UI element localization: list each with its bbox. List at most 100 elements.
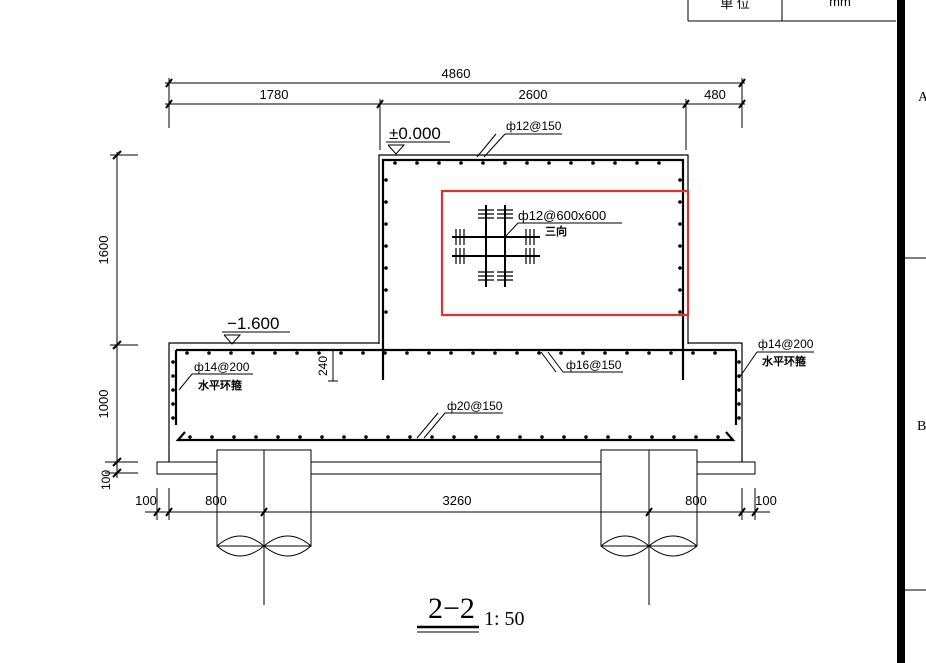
drawing-frame: A B bbox=[897, 0, 926, 663]
rebar-dot bbox=[518, 435, 522, 439]
rebar-dot bbox=[273, 351, 277, 355]
rebar-dot bbox=[716, 435, 720, 439]
rebar-dot bbox=[525, 161, 529, 165]
rebar-dot bbox=[384, 288, 388, 292]
rebar-label-left-side-note: 水平环箍 bbox=[198, 378, 242, 392]
dim-overall: 4860 bbox=[442, 66, 471, 81]
rebar-dot bbox=[188, 435, 192, 439]
rebar-dot bbox=[678, 310, 682, 314]
rebar-dot bbox=[383, 351, 387, 355]
grid-ref-a: A bbox=[918, 90, 926, 105]
rebar-dot bbox=[342, 435, 346, 439]
rebar-dot bbox=[229, 351, 233, 355]
rebar-lines bbox=[174, 158, 738, 442]
section-title: 2−2 bbox=[428, 592, 475, 625]
rebar-dot bbox=[317, 351, 321, 355]
rebar-dot bbox=[384, 222, 388, 226]
highlight-box bbox=[440, 189, 690, 317]
rebar-dot bbox=[171, 388, 175, 392]
title-block: 单 位 mm bbox=[687, 0, 896, 22]
dim-lean-layer: 100 bbox=[99, 470, 113, 490]
rebar-dot bbox=[672, 435, 676, 439]
rebar-dot bbox=[393, 161, 397, 165]
rebar-dot bbox=[647, 351, 651, 355]
rebar-dot bbox=[537, 351, 541, 355]
pile-left bbox=[216, 449, 312, 605]
rebar-dot bbox=[251, 351, 255, 355]
elevation-top-label: ±0.000 bbox=[389, 124, 441, 143]
top-dimensions bbox=[165, 78, 746, 150]
rebar-dot bbox=[496, 435, 500, 439]
dim-pedestal-height: 1600 bbox=[96, 236, 111, 265]
rebar-label-tie-note: 三向 bbox=[545, 224, 567, 238]
rebar-dot bbox=[437, 161, 441, 165]
rebar-dot bbox=[276, 435, 280, 439]
pile-right bbox=[600, 449, 698, 605]
rebar-dot bbox=[694, 435, 698, 439]
rebar-dot bbox=[386, 435, 390, 439]
rebar-dot bbox=[430, 435, 434, 439]
rebar-dot bbox=[562, 435, 566, 439]
rebar-dot bbox=[449, 351, 453, 355]
dim-pile-left-width: 800 bbox=[205, 493, 227, 508]
rebar-label-base-top: ф16@150 bbox=[566, 358, 622, 372]
rebar-dots bbox=[171, 161, 741, 439]
rebar-dot bbox=[713, 351, 717, 355]
left-dimensions bbox=[105, 150, 138, 478]
rebar-dot bbox=[606, 435, 610, 439]
rebar-dot bbox=[364, 435, 368, 439]
rebar-dot bbox=[339, 351, 343, 355]
pedestal-outline bbox=[168, 154, 743, 462]
rebar-leaders bbox=[178, 133, 814, 439]
rebar-dot bbox=[471, 351, 475, 355]
dim-base-height: 1000 bbox=[96, 390, 111, 419]
rebar-dot bbox=[678, 266, 682, 270]
rebar-dot bbox=[232, 435, 236, 439]
rebar-dot bbox=[427, 351, 431, 355]
rebar-dot bbox=[452, 435, 456, 439]
elevation-marker-base bbox=[222, 331, 290, 345]
rebar-dot bbox=[678, 288, 682, 292]
rebar-dot bbox=[569, 161, 573, 165]
rebar-dot bbox=[384, 310, 388, 314]
rebar-dot bbox=[559, 351, 563, 355]
section-scale: 1: 50 bbox=[484, 608, 525, 630]
rebar-dot bbox=[493, 351, 497, 355]
rebar-dot bbox=[171, 360, 175, 364]
rebar-dot bbox=[295, 351, 299, 355]
rebar-dot bbox=[171, 402, 175, 406]
rebar-label-base-bottom: ф20@150 bbox=[447, 399, 503, 413]
rebar-dot bbox=[678, 244, 682, 248]
rebar-dot bbox=[515, 351, 519, 355]
rebar-dot bbox=[474, 435, 478, 439]
bottom-dimensions bbox=[145, 488, 770, 520]
rebar-dot bbox=[635, 161, 639, 165]
rebar-dot bbox=[540, 435, 544, 439]
rebar-dot bbox=[171, 374, 175, 378]
elevation-base-label: −1.600 bbox=[227, 314, 279, 333]
dim-cover-240: 240 bbox=[316, 356, 330, 376]
title-block-unit: mm bbox=[829, 0, 851, 9]
dim-middle-segment: 2600 bbox=[519, 87, 548, 102]
rebar-label-tie-bars: ф12@600x600 bbox=[518, 208, 606, 223]
rebar-dot bbox=[691, 351, 695, 355]
rebar-dot bbox=[678, 200, 682, 204]
grid-ref-b: B bbox=[917, 419, 926, 434]
rebar-label-right-side-note: 水平环箍 bbox=[762, 354, 806, 368]
rebar-dot bbox=[737, 360, 741, 364]
rebar-dot bbox=[210, 435, 214, 439]
rebar-label-right-side: ф14@200 bbox=[758, 337, 814, 351]
rebar-dot bbox=[415, 161, 419, 165]
rebar-dot bbox=[254, 435, 258, 439]
dim-pile-right-width: 800 bbox=[685, 493, 707, 508]
rebar-dot bbox=[547, 161, 551, 165]
rebar-dot bbox=[384, 244, 388, 248]
rebar-dot bbox=[384, 178, 388, 182]
rebar-dot bbox=[657, 161, 661, 165]
rebar-dot bbox=[613, 161, 617, 165]
rebar-dot bbox=[737, 402, 741, 406]
rebar-label-pedestal-top: ф12@150 bbox=[506, 119, 562, 133]
rebar-label-left-side: ф14@200 bbox=[194, 360, 250, 374]
rebar-dot bbox=[405, 351, 409, 355]
